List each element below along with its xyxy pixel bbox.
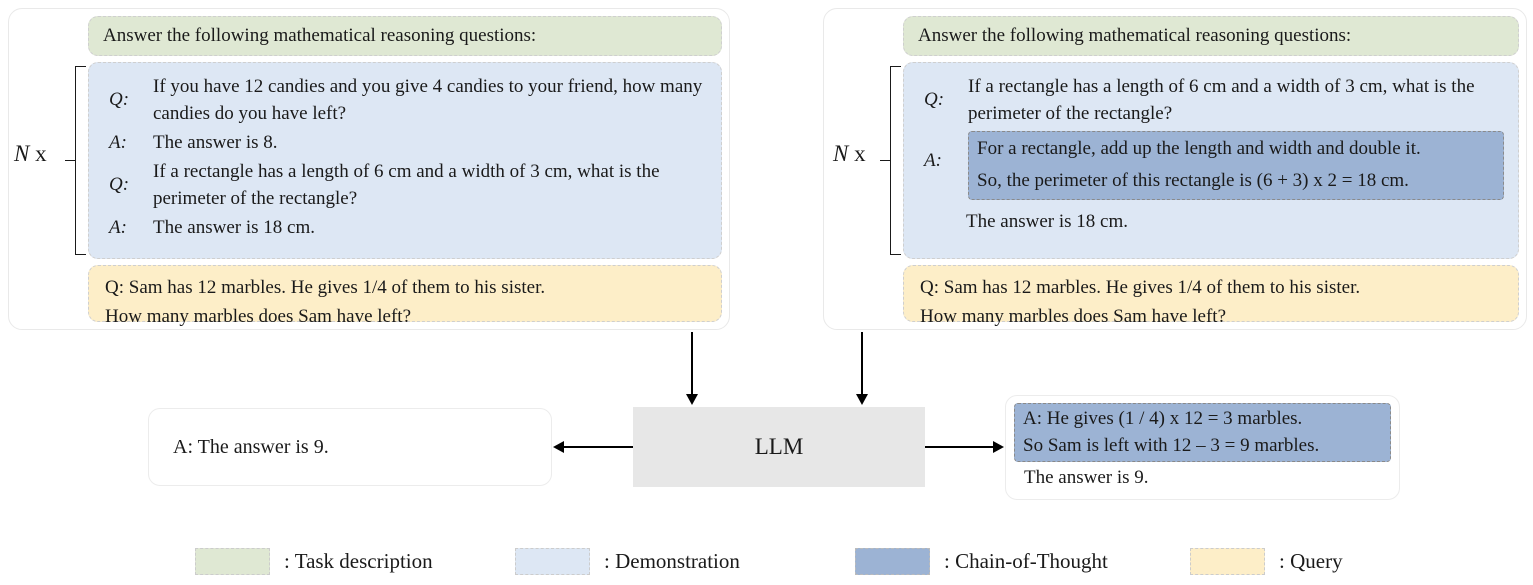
demo-row-left-3-tag: A: — [109, 217, 127, 238]
llm-box[interactable]: LLM — [633, 407, 925, 487]
multiplier-n-right: N — [833, 141, 849, 166]
chain-of-thought-right-line2: So, the perimeter of this rectangle is (… — [977, 170, 1409, 191]
demo-row-right-question-tag: Q: — [924, 89, 945, 110]
arrow-left-panel-to-llm-head — [686, 394, 698, 405]
legend-item-query: : Query — [1190, 548, 1343, 575]
cot-output-final-answer: The answer is 9. — [1024, 467, 1149, 488]
multiplier-x-left: x — [29, 141, 47, 166]
query-left-line1: Q: Sam has 12 marbles. He gives 1/4 of t… — [105, 277, 546, 298]
legend-label-task-description: : Task description — [284, 549, 433, 573]
chain-of-thought-right-line1: For a rectangle, add up the length and w… — [977, 138, 1421, 159]
demo-row-left-0-tag: Q: — [109, 89, 130, 110]
arrow-llm-to-left-output-line — [564, 446, 633, 448]
repeat-bracket-tick-left — [65, 160, 75, 161]
demo-row-left-3: A: The answer is 18 cm. — [107, 214, 707, 241]
arrow-right-panel-to-llm-head — [856, 394, 868, 405]
demo-row-right-question-text: If a rectangle has a length of 6 cm and … — [968, 76, 1475, 124]
demo-row-left-0: Q: If you have 12 candies and you give 4… — [107, 73, 707, 127]
demo-row-left-2: Q: If a rectangle has a length of 6 cm a… — [107, 158, 707, 212]
legend-swatch-chain-of-thought — [855, 548, 930, 575]
legend-item-task-description: : Task description — [195, 548, 433, 575]
legend-label-query: : Query — [1279, 549, 1343, 573]
standard-output-text: A: The answer is 9. — [173, 435, 329, 458]
demo-row-right-answer-tag: A: — [924, 150, 942, 171]
demo-row-left-2-text: If a rectangle has a length of 6 cm and … — [153, 161, 660, 209]
demo-row-left-2-tag: Q: — [109, 174, 130, 195]
llm-box-label: LLM — [754, 434, 804, 459]
demonstration-left: Q: If you have 12 candies and you give 4… — [88, 62, 722, 259]
legend-label-chain-of-thought: : Chain-of-Thought — [944, 549, 1108, 573]
demo-row-left-1: A: The answer is 8. — [107, 129, 707, 156]
repeat-bracket-tick-right — [880, 160, 890, 161]
chain-of-thought-right: For a rectangle, add up the length and w… — [968, 131, 1504, 200]
repeat-bracket-right — [890, 66, 901, 255]
query-right-line2: How many marbles does Sam have left? — [920, 306, 1227, 327]
task-description-left: Answer the following mathematical reason… — [88, 16, 722, 56]
legend-swatch-demonstration — [515, 548, 590, 575]
demo-row-right-answer: A: For a rectangle, add up the length an… — [922, 131, 1504, 200]
legend-label-demonstration: : Demonstration — [604, 549, 740, 573]
task-description-left-text: Answer the following mathematical reason… — [103, 25, 537, 46]
multiplier-x-right: x — [848, 141, 866, 166]
multiplier-label-left: N x — [14, 142, 47, 165]
demo-row-left-0-text: If you have 12 candies and you give 4 ca… — [153, 76, 703, 124]
legend-item-demonstration: : Demonstration — [515, 548, 740, 575]
task-description-right-text: Answer the following mathematical reason… — [918, 25, 1352, 46]
arrow-llm-to-right-output-head — [993, 441, 1004, 453]
legend-swatch-task-description — [195, 548, 270, 575]
arrow-llm-to-left-output-head — [553, 441, 564, 453]
demo-row-left-1-text: The answer is 8. — [153, 132, 278, 153]
query-left-line2: How many marbles does Sam have left? — [105, 306, 412, 327]
chain-of-thought-output: A: He gives (1 / 4) x 12 = 3 marbles. So… — [1014, 403, 1391, 462]
repeat-bracket-left — [75, 66, 86, 255]
demo-row-left-3-text: The answer is 18 cm. — [153, 217, 315, 238]
chain-of-thought-output-line2: So Sam is left with 12 – 3 = 9 marbles. — [1023, 435, 1320, 456]
arrow-right-panel-to-llm-line — [861, 332, 863, 395]
legend-item-chain-of-thought: : Chain-of-Thought — [855, 548, 1108, 575]
arrow-llm-to-right-output-line — [925, 446, 994, 448]
demo-row-left-1-tag: A: — [109, 132, 127, 153]
query-left: Q: Sam has 12 marbles. He gives 1/4 of t… — [88, 265, 722, 327]
legend-swatch-query — [1190, 548, 1265, 575]
cot-output-box: A: He gives (1 / 4) x 12 = 3 marbles. So… — [1005, 395, 1400, 500]
multiplier-label-right: N x — [833, 142, 866, 165]
multiplier-n-left: N — [14, 141, 30, 166]
query-right-line1: Q: Sam has 12 marbles. He gives 1/4 of t… — [920, 277, 1361, 298]
task-description-right: Answer the following mathematical reason… — [903, 16, 1519, 56]
demo-right-final-answer: The answer is 18 cm. — [966, 211, 1128, 232]
demonstration-right: Q: If a rectangle has a length of 6 cm a… — [903, 62, 1519, 259]
standard-output-box: A: The answer is 9. — [148, 408, 552, 486]
demo-row-right-question: Q: If a rectangle has a length of 6 cm a… — [922, 73, 1504, 127]
arrow-left-panel-to-llm-line — [691, 332, 693, 395]
legend: : Task description : Demonstration : Cha… — [0, 540, 1533, 585]
query-right: Q: Sam has 12 marbles. He gives 1/4 of t… — [903, 265, 1519, 327]
chain-of-thought-output-line1: A: He gives (1 / 4) x 12 = 3 marbles. — [1023, 408, 1303, 429]
